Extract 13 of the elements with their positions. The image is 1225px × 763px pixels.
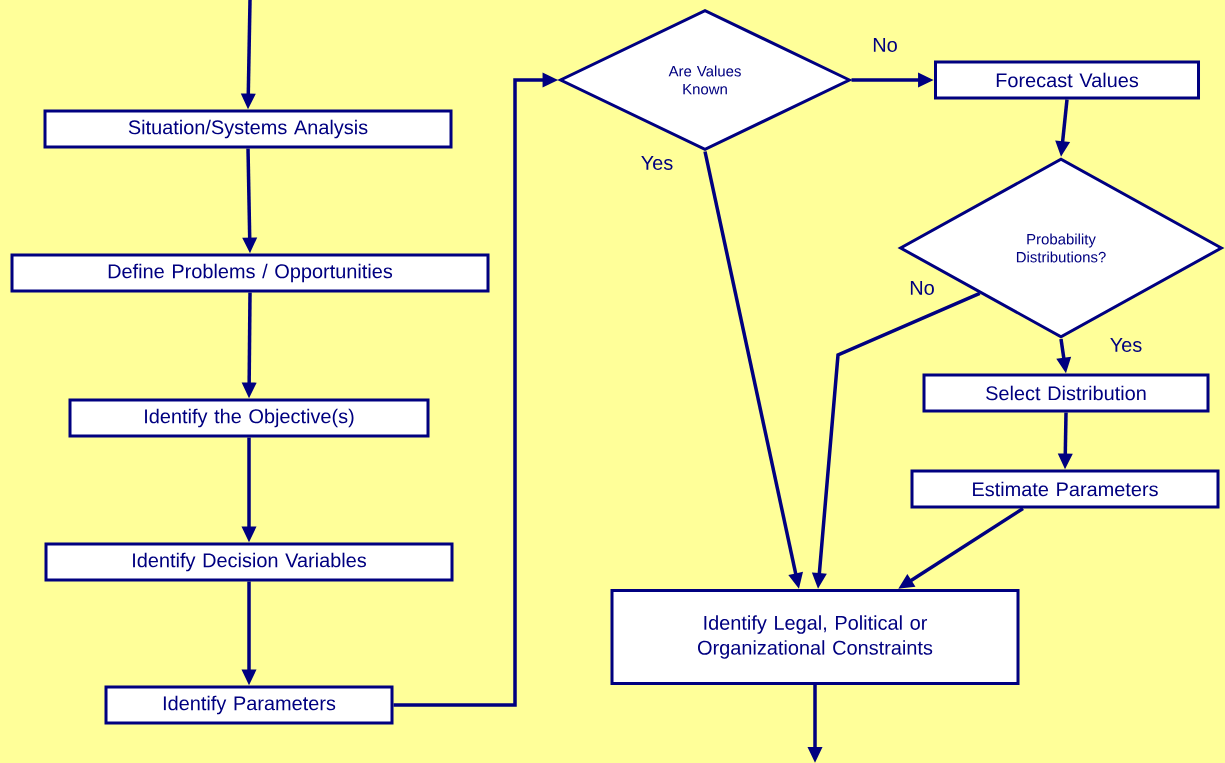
edge-label: Yes	[1108, 337, 1144, 353]
process-box: Identify Decision Variables	[44, 542, 454, 582]
process-box: Identify Parameters	[104, 685, 394, 725]
process-box: Identify Legal, Political or Organizational Constraints	[610, 589, 1020, 685]
process-box: Forecast Values	[934, 60, 1200, 100]
process-box: Select Distribution	[922, 373, 1210, 413]
process-box: Estimate Parameters	[910, 469, 1220, 509]
edge-label: No	[871, 37, 899, 53]
edge-label: Yes	[639, 155, 675, 171]
process-box: Define Problems / Opportunities	[10, 253, 490, 293]
process-box: Identify the Objective(s)	[68, 398, 430, 438]
process-box: Situation/Systems Analysis	[43, 109, 453, 149]
edge-label: No	[908, 280, 936, 296]
